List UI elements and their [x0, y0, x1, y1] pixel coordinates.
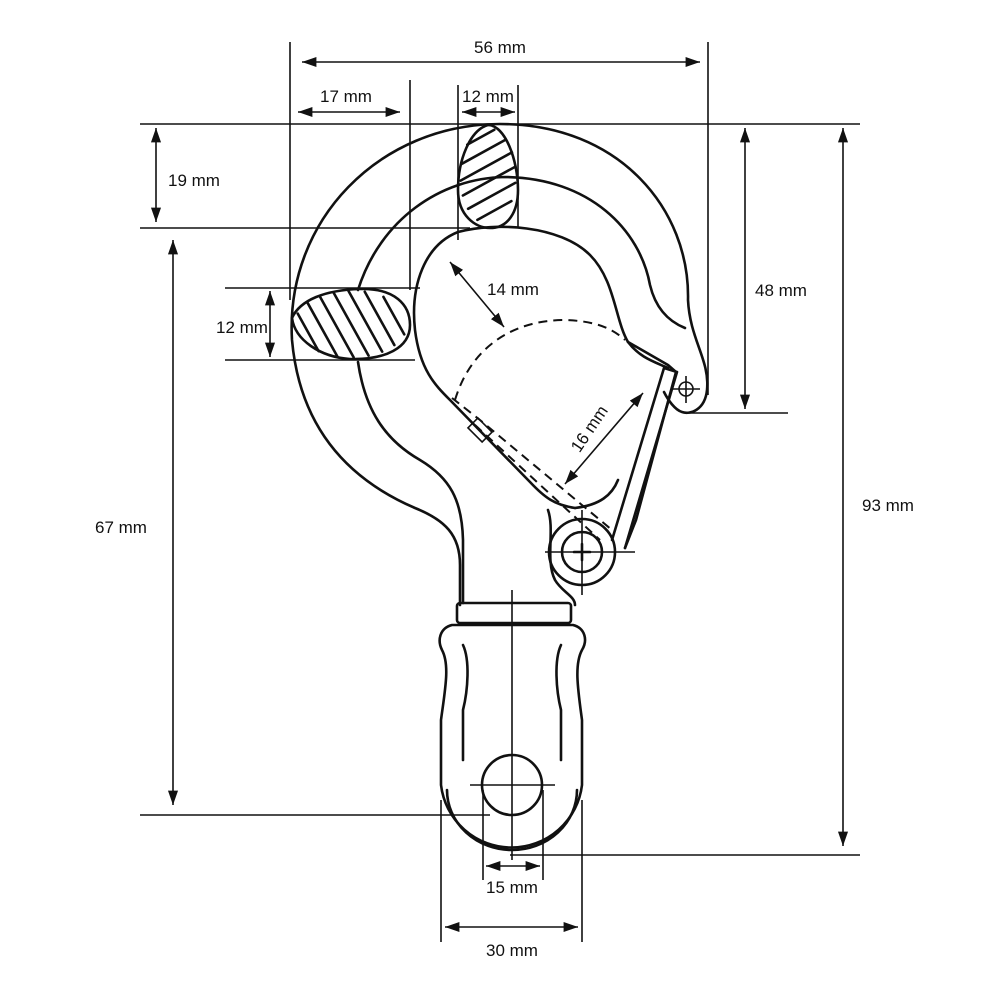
swivel-outer — [438, 623, 587, 849]
top-section-hatch-line — [476, 199, 513, 222]
gate-tip-centerlines — [672, 376, 700, 403]
label-gate-opening-height: 48 mm — [755, 281, 807, 300]
label-eye-hole: 15 mm — [486, 878, 538, 897]
side-section-hatch-line — [347, 289, 384, 353]
dimension-arrows — [150, 56, 849, 933]
cross-sections — [290, 123, 520, 361]
swivel-inner-left — [461, 643, 469, 762]
label-gate-opening: 16 mm — [567, 402, 612, 456]
label-eye-width: 30 mm — [486, 941, 538, 960]
swivel-inner-ring — [445, 788, 579, 852]
label-hook-to-eye: 67 mm — [95, 518, 147, 537]
label-overall-length: 93 mm — [862, 496, 914, 515]
side-section-hatch-line — [332, 291, 370, 357]
side-section-hatch-line — [296, 312, 320, 353]
label-overall-width: 56 mm — [474, 38, 526, 57]
top-section-hatch-line — [466, 128, 496, 146]
hook-shank-inner — [356, 360, 465, 605]
top-section-hatch-line — [466, 181, 517, 211]
swivel-collar — [455, 601, 573, 625]
hook-inner-edge — [356, 175, 687, 330]
top-section-hatch-line — [461, 165, 517, 197]
gate-body — [573, 340, 678, 550]
label-throat-radius: 14 mm — [487, 280, 539, 299]
throat-edge — [412, 225, 670, 510]
label-side-section-height: 12 mm — [216, 318, 268, 337]
label-eye-offset: 17 mm — [320, 87, 372, 106]
shank-right-edge — [546, 508, 577, 607]
label-top-section-height: 19 mm — [168, 171, 220, 190]
pivot-centerlines — [545, 510, 635, 595]
top-section-hatch-line — [459, 151, 514, 182]
swivel-inner-right — [555, 643, 563, 762]
label-top-section-width: 12 mm — [462, 87, 514, 106]
side-section-hatch-line — [382, 295, 406, 336]
eye-hole — [480, 753, 544, 817]
gate-latch — [466, 416, 494, 444]
top-cross-section — [456, 123, 520, 230]
side-cross-section — [290, 287, 412, 361]
gate-lever — [610, 366, 679, 550]
hook-outer-edge — [290, 122, 709, 607]
hook-body — [290, 122, 709, 607]
swivel-eye — [438, 601, 587, 852]
side-section-hatch-line — [318, 295, 355, 359]
side-section-hatch-line — [306, 301, 339, 358]
side-section-hatch-line — [363, 290, 396, 347]
top-section-hatch-line — [460, 138, 508, 166]
